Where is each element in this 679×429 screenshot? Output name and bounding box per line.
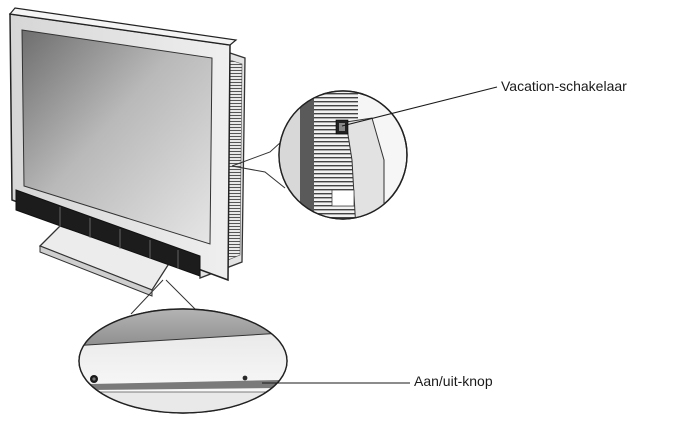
power-button-icon [90,375,98,383]
zoom-ellipse-power [78,308,288,414]
monitor-control-strip [15,189,201,277]
power-button-label: Aan/uit-knop [414,373,493,389]
callout-line-vacation [341,86,498,127]
monitor-screen [21,29,213,245]
vacation-switch-label: Vacation-schakelaar [501,78,627,94]
zoom-leader-lines [130,141,286,315]
zoom-circle-vacation [278,90,408,220]
monitor-stand [38,225,172,297]
power-indicator-icon [242,375,248,381]
